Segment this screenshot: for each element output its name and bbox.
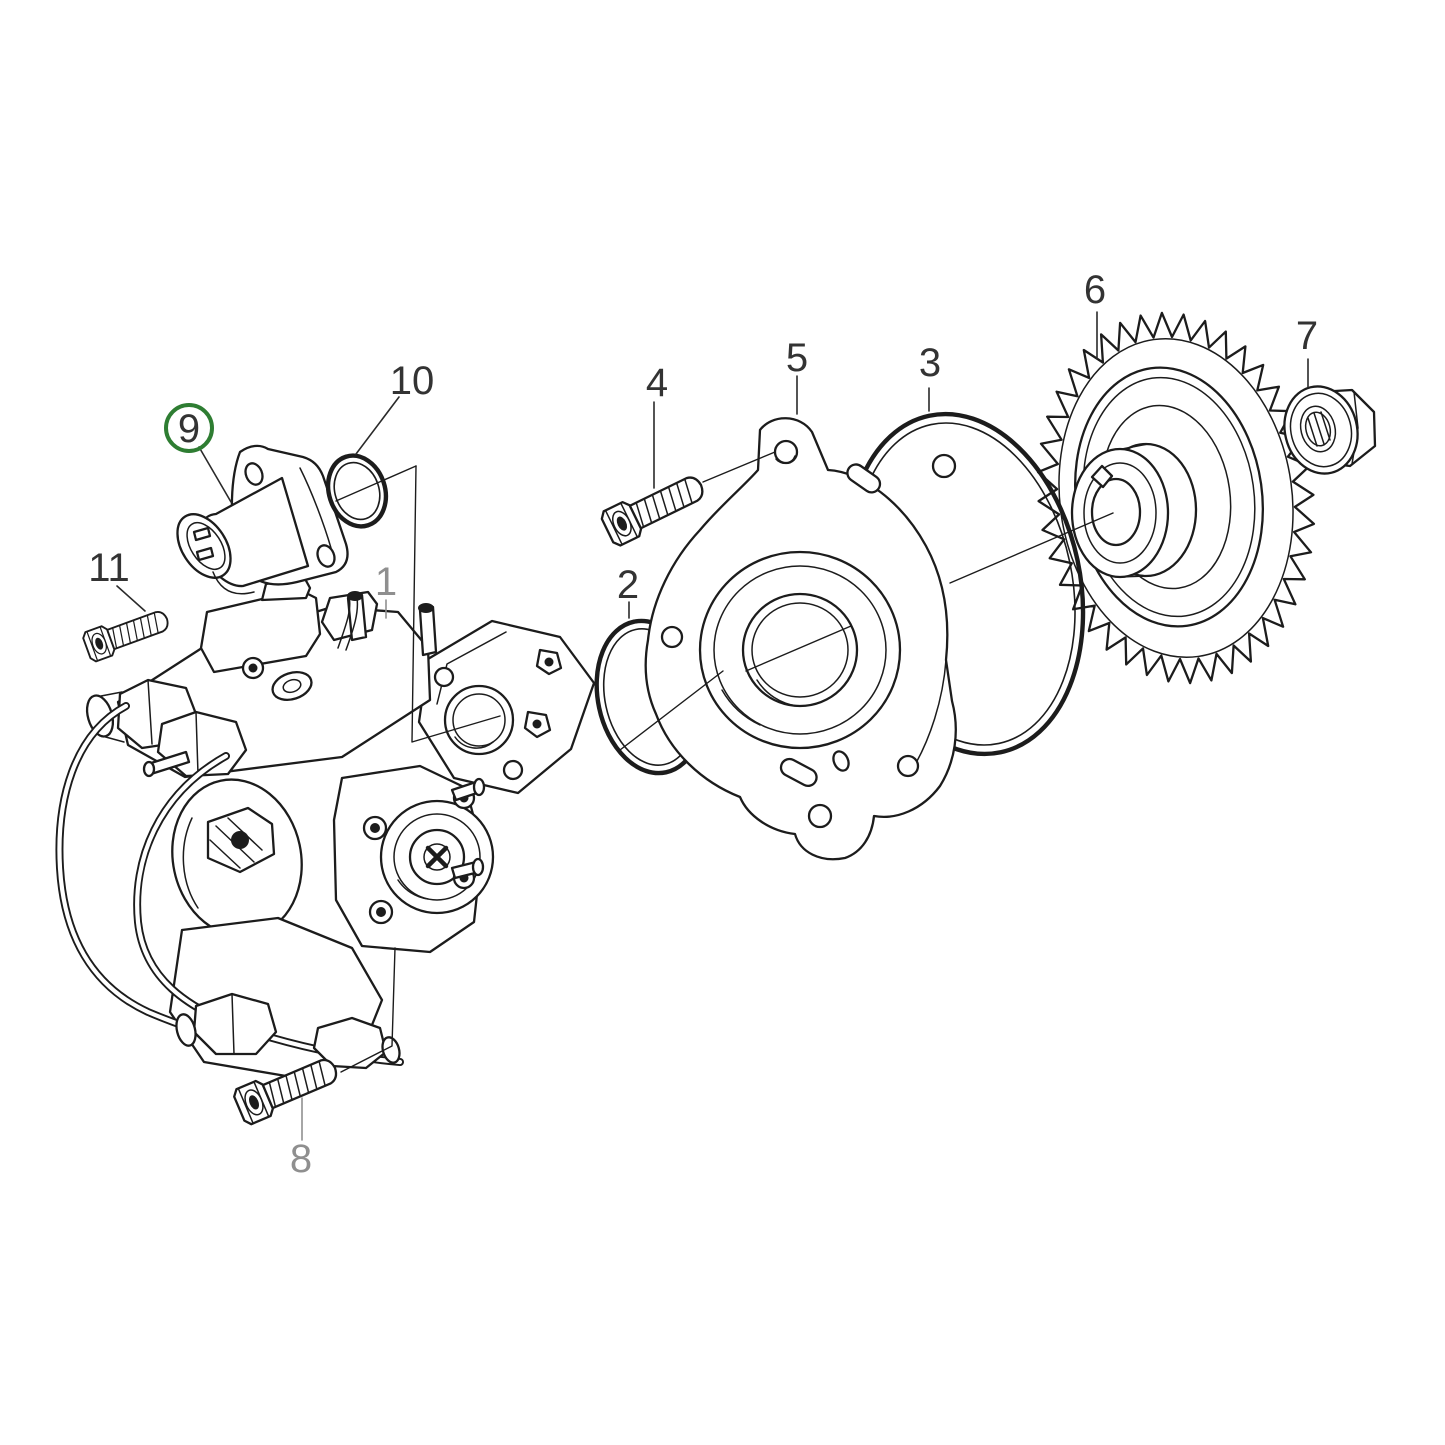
part-callout-3[interactable]: 3	[919, 341, 941, 412]
part-callout-10[interactable]: 10	[355, 359, 435, 455]
bolt-part-11	[80, 603, 174, 664]
part-number-label: 2	[617, 563, 639, 607]
part-number-label: 8	[290, 1137, 312, 1181]
part-number-label: 5	[786, 336, 808, 380]
o-ring-part-10	[325, 453, 389, 529]
solenoid-valve-part-9	[176, 444, 349, 595]
part-callout-9[interactable]: 9	[164, 403, 232, 503]
drive-gear-part-6	[1036, 311, 1316, 685]
part-number-label: 9	[178, 407, 200, 451]
part-number-label: 7	[1296, 314, 1318, 358]
index-line	[745, 625, 852, 672]
part-number-label: 6	[1084, 268, 1106, 312]
leader-line	[198, 446, 232, 503]
part-number-label: 10	[390, 359, 435, 403]
callout-labels: 1 2 3 4 5 6 7 8 9 10 11	[88, 268, 1318, 1181]
part-number-label: 4	[646, 361, 668, 405]
part-callout-1[interactable]: 1	[375, 560, 397, 619]
index-line	[702, 451, 776, 483]
index-line	[619, 670, 724, 751]
part-callout-2[interactable]: 2	[617, 563, 639, 619]
part-callout-4[interactable]: 4	[646, 361, 668, 489]
index-line	[949, 512, 1114, 584]
leader-line	[116, 585, 146, 612]
flange-nut-part-7	[1283, 385, 1377, 475]
index-lines	[335, 451, 1114, 1073]
part-callout-7[interactable]: 7	[1296, 314, 1318, 388]
injection-pump-part-1	[55, 575, 596, 1078]
index-line	[411, 465, 501, 743]
mounting-flange-part-5	[644, 417, 957, 861]
part-callout-6[interactable]: 6	[1084, 268, 1106, 360]
part-callout-8[interactable]: 8	[290, 1097, 312, 1181]
part-number-label: 3	[919, 341, 941, 385]
part-callout-11[interactable]: 11	[88, 546, 146, 612]
part-number-label: 11	[88, 546, 130, 590]
highlight-ring	[164, 403, 214, 453]
part-callout-5[interactable]: 5	[786, 336, 808, 415]
leader-line	[355, 396, 400, 455]
index-line	[335, 465, 417, 502]
part-number-label: 1	[375, 560, 397, 604]
index-line	[340, 947, 396, 1073]
